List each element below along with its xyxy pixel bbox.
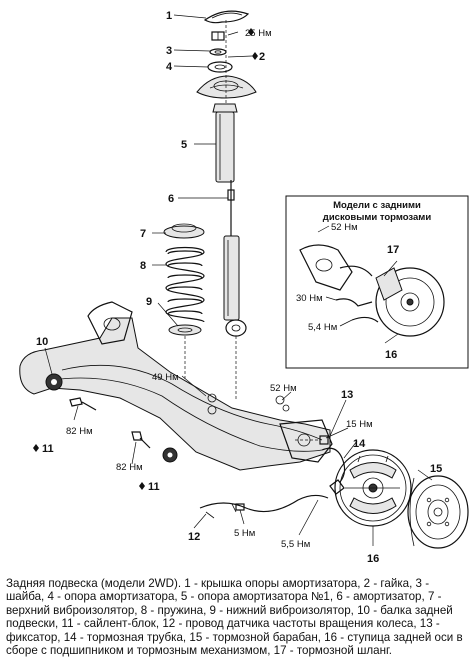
label-9: 9 (146, 296, 152, 308)
label-10: 10 (36, 336, 48, 348)
torque-5-5nm: 5,5 Нм (281, 539, 310, 550)
torque-82nm-left: 82 Нм (66, 426, 93, 437)
brake-drum (407, 475, 469, 549)
disc-brake-assembly (299, 244, 445, 337)
disc-brake-insert-frame (285, 195, 469, 369)
torque-30nm: 30 Нм (296, 293, 323, 304)
label-14: 14 (353, 438, 366, 450)
speed-sensor-wire (199, 494, 329, 519)
label-11-center: 11 (148, 481, 160, 493)
torque-52nm-main: 52 Нм (270, 383, 297, 394)
shock-mount (207, 61, 233, 73)
shock-absorber (223, 180, 247, 337)
rear-hub-brake-assembly (334, 449, 412, 527)
label-5: 5 (181, 139, 187, 151)
insert-title-line1: Модели с задними (333, 200, 421, 211)
shock-absorber-body (212, 103, 238, 183)
axle-mount-bolts (69, 393, 290, 449)
label-17: 17 (387, 244, 399, 256)
torque-52nm-insert: 52 Нм (331, 222, 358, 233)
torque-15nm: 15 Нм (346, 419, 373, 430)
lower-spring-insulator (168, 324, 202, 336)
leader-lines (44, 14, 433, 546)
label-1: 1 (166, 10, 172, 22)
label-2: 2 (259, 51, 265, 63)
label-16-insert: 16 (385, 349, 397, 361)
torque-82nm-center: 82 Нм (116, 462, 143, 473)
rear-axle-beam (19, 301, 333, 471)
torque-5nm: 5 Нм (234, 528, 255, 539)
label-13: 13 (341, 389, 353, 401)
diamond-marker-icon (33, 28, 258, 490)
label-16-main: 16 (367, 553, 379, 565)
coil-spring (165, 246, 205, 323)
figure-caption: Задняя подвеска (модели 2WD). 1 - крышка… (6, 577, 463, 658)
label-12: 12 (188, 531, 200, 543)
label-8: 8 (140, 260, 146, 272)
label-7: 7 (140, 228, 146, 240)
suspension-exploded-diagram: 1 2 3 4 5 6 7 8 9 10 11 11 12 13 14 15 1… (19, 10, 469, 565)
brake-line-parts (319, 435, 346, 495)
label-11-left: 11 (42, 443, 54, 455)
torque-49nm: 49 Нм (152, 372, 179, 383)
upper-spring-insulator (163, 223, 205, 239)
label-15: 15 (430, 463, 442, 475)
shock-mount-cap (203, 10, 250, 24)
label-4: 4 (166, 61, 173, 73)
shock-nut (211, 31, 225, 41)
torque-25nm: 25 Нм (245, 28, 272, 39)
shock-mount-no1 (196, 75, 257, 99)
shock-washer (209, 48, 227, 56)
insert-title-line2: дисковыми тормозами (323, 212, 432, 223)
label-6: 6 (168, 193, 174, 205)
torque-5-4nm: 5,4 Нм (308, 322, 337, 333)
label-3: 3 (166, 45, 172, 57)
